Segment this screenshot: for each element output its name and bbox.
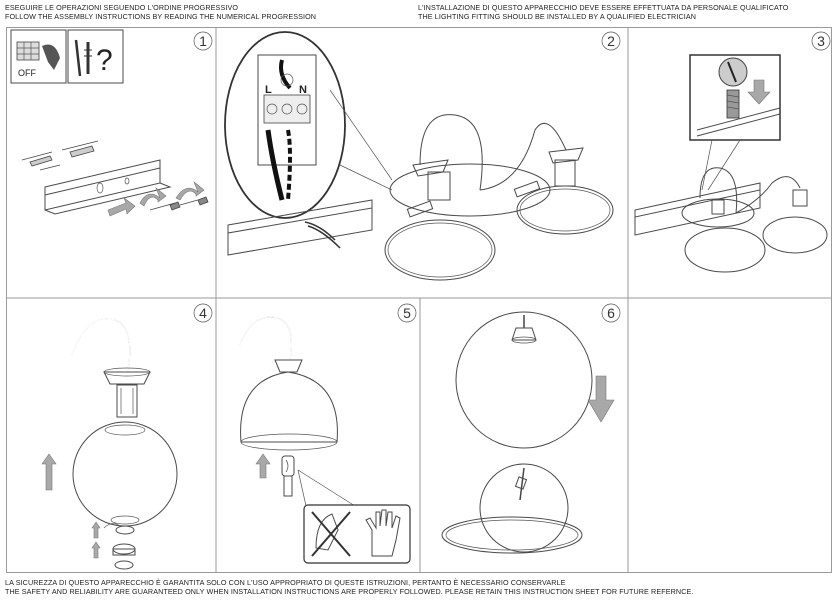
step-4-number: 4 (199, 305, 207, 321)
step-4-circle (193, 303, 213, 323)
footer-italian: LA SICUREZZA DI QUESTO APPARECCHIO È GAR… (5, 578, 566, 587)
step-3-circle (811, 31, 831, 51)
step-6-circle (601, 303, 621, 323)
footer-notice: LA SICUREZZA DI QUESTO APPARECCHIO È GAR… (5, 578, 693, 596)
lamp-assembly-panel-2 (384, 114, 614, 281)
instruction-frame (6, 27, 832, 573)
header-left-english: FOLLOW THE ASSEMBLY INSTRUCTIONS BY READ… (5, 12, 317, 21)
wall-bracket (44, 159, 172, 215)
question-mark: ? (96, 44, 113, 77)
tools-icon: ? (67, 29, 124, 84)
step-2-circle (601, 31, 621, 51)
panel-2: 2 L N (224, 31, 621, 281)
lampholder-assembly (71, 318, 151, 418)
fixing-rings (91, 521, 136, 570)
up-arrow-4a (41, 453, 57, 491)
panel-6: 6 (441, 303, 621, 554)
screws (149, 196, 209, 211)
power-off-icon: OFF (10, 29, 67, 84)
globe-panel-6 (455, 311, 593, 449)
panel-3: 3 (634, 31, 831, 273)
panel-1: 1 OFF ? (10, 29, 213, 217)
live-label: L (265, 84, 272, 96)
wall-plugs (21, 140, 99, 171)
header-right: L'INSTALLAZIONE DI QUESTO APPARECCHIO DE… (418, 3, 788, 21)
panel-grid (6, 27, 832, 573)
step-5-circle (397, 303, 417, 323)
panel-4: 4 (41, 303, 213, 570)
header-right-italian: L'INSTALLAZIONE DI QUESTO APPARECCHIO DE… (418, 3, 789, 12)
neutral-label: N (299, 84, 307, 96)
step-2-number: 2 (607, 33, 615, 49)
glove-warning-box (303, 504, 411, 564)
step-1-number: 1 (199, 33, 207, 49)
footer-english: THE SAFETY AND RELIABILITY ARE GUARANTEE… (5, 587, 694, 596)
off-label: OFF (18, 68, 36, 78)
g9-bulb (281, 455, 295, 497)
lamp-assembly-panel-3 (634, 167, 828, 273)
step-3-number: 3 (817, 33, 825, 49)
step-6-number: 6 (607, 305, 615, 321)
glass-globe-panel-4 (72, 421, 178, 527)
header-right-english: THE LIGHTING FITTING SHOULD BE INSTALLED… (418, 12, 697, 21)
rotation-arrows (107, 181, 205, 217)
terminal-block-detail: L N (224, 31, 346, 219)
screw-detail-box (689, 54, 781, 141)
bracket-panel-2 (227, 199, 373, 256)
ring-with-globe (441, 463, 583, 554)
globe-with-arm (239, 316, 338, 451)
step-1-circle (193, 31, 213, 51)
panel-5: 5 (239, 303, 417, 564)
up-arrow-5 (255, 453, 271, 479)
header-left: ESEGUIRE LE OPERAZIONI SEGUENDO L'ORDINE… (5, 3, 316, 21)
step-5-number: 5 (403, 305, 411, 321)
down-arrow-6 (587, 375, 615, 423)
header-left-italian: ESEGUIRE LE OPERAZIONI SEGUENDO L'ORDINE… (5, 3, 239, 12)
